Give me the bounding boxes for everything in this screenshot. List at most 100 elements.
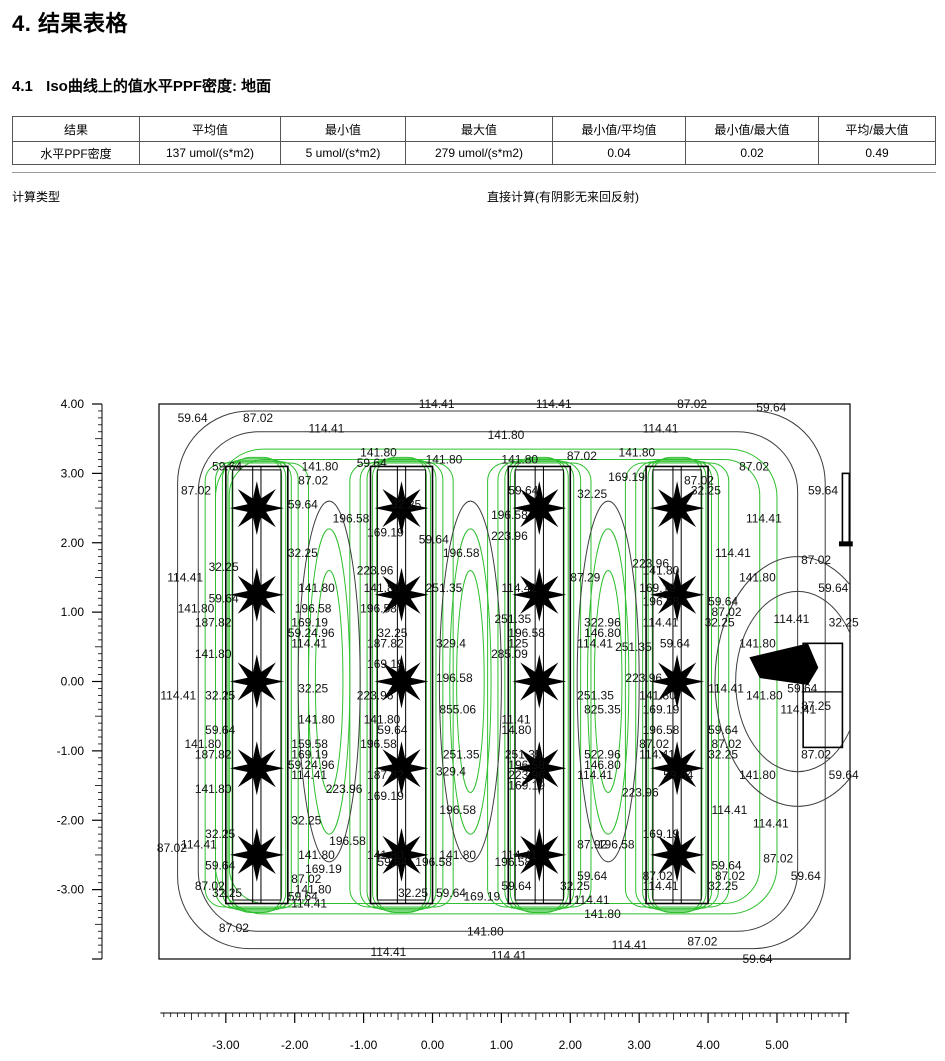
- iso-value-label: 114.41: [291, 768, 327, 782]
- iso-value-label: 59.64: [501, 879, 531, 893]
- contour-ring: [231, 456, 283, 914]
- x-tick-label: -1.00: [350, 1038, 378, 1052]
- cell-maximum: 279 umol/(s*m2): [405, 141, 553, 165]
- luminaire-mark: [229, 741, 284, 796]
- iso-value-label: 87.02: [801, 553, 831, 567]
- iso-value-label: 223.96: [326, 782, 363, 796]
- iso-value-label: 251.35: [505, 747, 542, 761]
- iso-value-label: 59.64: [756, 400, 786, 414]
- contour-ring: [314, 570, 344, 793]
- iso-value-label: 32.25: [209, 560, 239, 574]
- contour-ring: [642, 459, 713, 911]
- iso-value-label: 114.41: [780, 702, 816, 716]
- iso-value-label: 114.41: [643, 616, 679, 630]
- fixture-head: [749, 643, 819, 685]
- iso-value-label: 223.96: [625, 671, 662, 685]
- y-tick-label: -1.00: [57, 744, 85, 758]
- iso-value-label: 169.19: [305, 862, 342, 876]
- iso-value-label: 159.58: [291, 737, 328, 751]
- x-tick-label: 5.00: [765, 1038, 789, 1052]
- iso-value-label: 87.02: [687, 935, 717, 949]
- iso-value-label: 59.64: [577, 869, 607, 883]
- iso-value-label: 141.80: [184, 737, 221, 751]
- iso-value-label: 169.19: [508, 779, 545, 793]
- iso-value-label: 223.96: [622, 786, 659, 800]
- iso-value-label: 114.41: [419, 397, 455, 411]
- contour-ring: [513, 456, 565, 914]
- iso-value-label: 87.25: [801, 699, 831, 713]
- iso-value-label: 114.41: [746, 511, 782, 525]
- iso-value-label: 187.82: [195, 747, 232, 761]
- contour-ring: [227, 458, 287, 912]
- luminaire-mark: [512, 741, 567, 796]
- iso-value-label: 87.02: [712, 737, 742, 751]
- iso-value-label: 125: [508, 636, 528, 650]
- iso-value-label: 59.64: [708, 595, 738, 609]
- iso-value-label: 329.4: [436, 765, 466, 779]
- iso-value-label: 251.35: [577, 688, 614, 702]
- cell-avg-max: 0.49: [818, 141, 936, 165]
- iso-value-label: 141.80: [302, 459, 339, 473]
- luminaire-mark: [650, 741, 705, 796]
- iso-value-label: 141.80: [298, 713, 335, 727]
- iso-value-label: 196.58: [360, 737, 397, 751]
- iso-value-label: 59.64: [288, 498, 318, 512]
- iso-value-label: 196.58: [333, 511, 370, 525]
- y-tick-label: 3.00: [61, 466, 85, 480]
- iso-value-label: 32.25: [291, 813, 321, 827]
- contour-ring: [576, 500, 640, 863]
- iso-value-label: 114.41: [712, 803, 748, 817]
- iso-value-label: 251.35: [443, 747, 480, 761]
- cell-average: 137 umol/(s*m2): [139, 141, 281, 165]
- iso-value-label: 59.64: [791, 869, 821, 883]
- header-maximum: 最大值: [405, 116, 553, 142]
- contour-ring: [449, 528, 492, 835]
- iso-value-label: 141.80: [298, 848, 335, 862]
- iso-value-label: 87.02: [712, 605, 742, 619]
- iso-value-label: 32.25: [708, 747, 738, 761]
- rack-inner: [232, 469, 282, 901]
- iso-value-label: 114.41: [501, 581, 537, 595]
- contour-ring: [487, 462, 592, 908]
- iso-value-label: 141.80: [467, 924, 504, 938]
- iso-value-label: 32.25: [288, 546, 318, 560]
- iso-value-label: 114.41: [181, 838, 217, 852]
- iso-value-label: 59.24.96: [288, 758, 335, 772]
- iso-value-label: 141.80: [643, 564, 680, 578]
- contour-ring: [647, 458, 707, 912]
- luminaire-mark: [374, 481, 429, 536]
- iso-value-label: 59.64: [178, 411, 208, 425]
- iso-value-label: 87.02: [298, 473, 328, 487]
- iso-value-label: 141.80: [739, 636, 776, 650]
- iso-value-label: 141.80: [488, 428, 525, 442]
- iso-value-label: 141.80: [426, 453, 463, 467]
- luminaire-mark: [512, 654, 567, 709]
- iso-value-label: 32.25: [212, 886, 242, 900]
- iso-value-label: 114.41: [577, 768, 613, 782]
- luminaire-mark: [374, 654, 429, 709]
- iso-value-label: 114.41: [160, 688, 196, 702]
- luminaire-mark: [374, 741, 429, 796]
- contour-ring: [651, 456, 703, 914]
- iso-value-label: 32.25: [398, 886, 428, 900]
- iso-value-label: 59.64: [829, 768, 859, 782]
- iso-value-label: 285.09: [491, 647, 528, 661]
- section-number: 4.: [12, 11, 32, 36]
- iso-value-label: 141.80: [364, 581, 401, 595]
- iso-value-label: 59.64: [660, 636, 690, 650]
- iso-value-label: 87.02: [643, 869, 673, 883]
- iso-value-label: 59.64: [663, 768, 693, 782]
- contour-ring: [509, 458, 569, 912]
- contour-ring: [376, 456, 427, 914]
- iso-value-label: 87.29: [570, 570, 600, 584]
- iso-value-label: 114.41: [574, 893, 610, 907]
- rack-inner: [376, 469, 427, 901]
- iso-value-label: 141.80: [584, 907, 621, 921]
- iso-value-label: 114.41: [167, 570, 203, 584]
- iso-value-label: 59.64: [419, 532, 449, 546]
- iso-value-label: 59.64: [288, 890, 318, 904]
- luminaire-racks: [225, 465, 709, 905]
- iso-value-label: 251.35: [426, 581, 463, 595]
- header-minimum: 最小值: [280, 116, 406, 142]
